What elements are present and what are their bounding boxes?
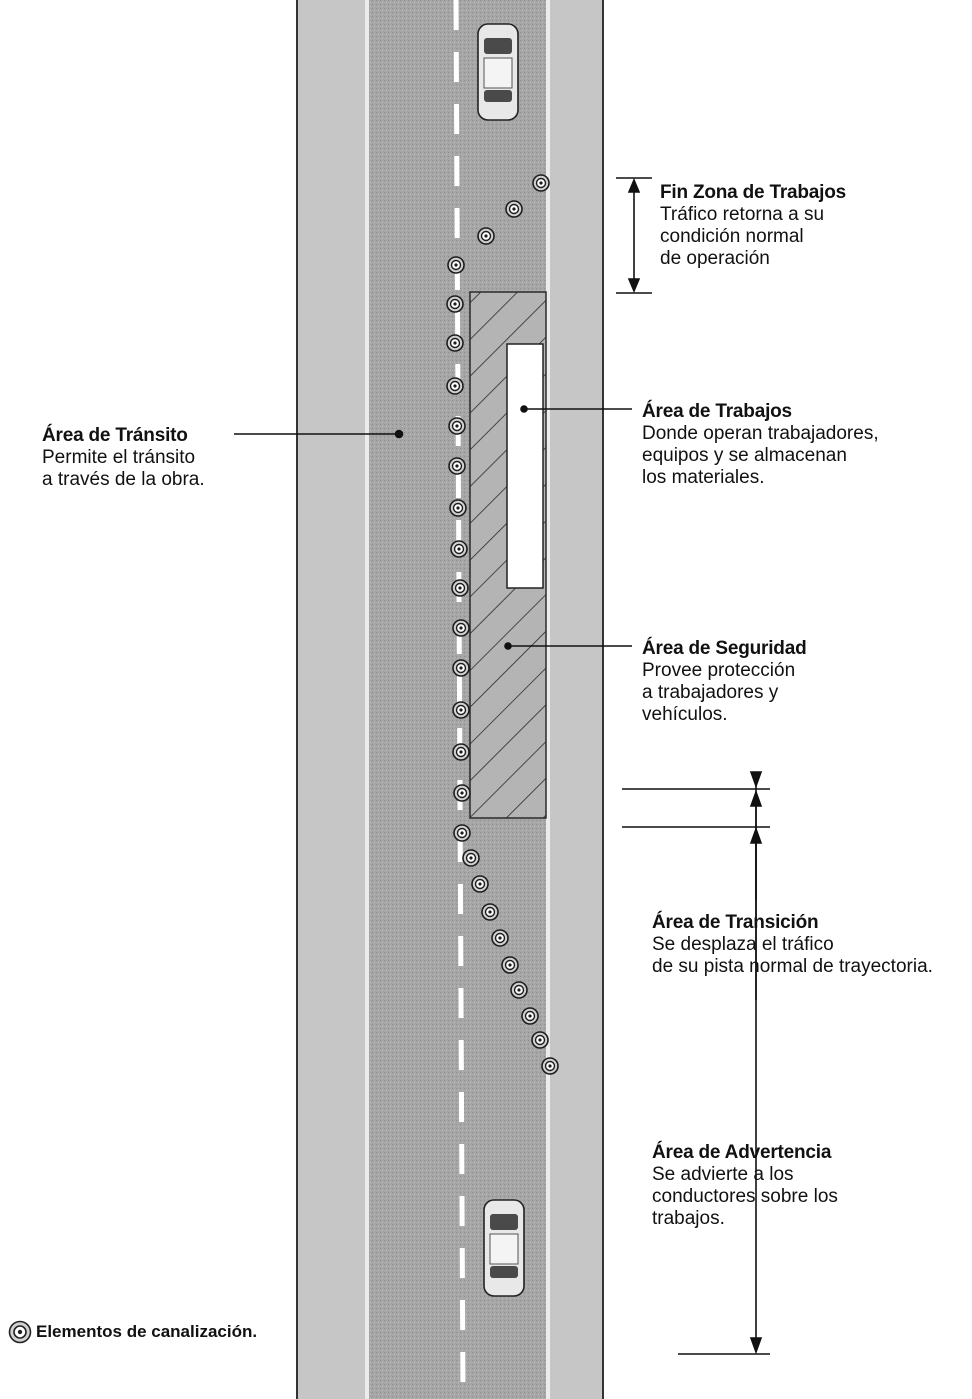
cone bbox=[477, 227, 495, 245]
area-advertencia-title: Área de Advertencia bbox=[652, 1142, 832, 1163]
cone bbox=[452, 659, 470, 677]
fin-zona-line-1: Tráfico retorna a su bbox=[660, 204, 825, 225]
fin-zona-arrow-down bbox=[627, 278, 641, 294]
cone bbox=[532, 174, 550, 192]
area-seguridad-line-3: vehículos. bbox=[642, 704, 728, 725]
cone bbox=[453, 824, 471, 842]
area-seguridad-line-1: Provee protección bbox=[642, 660, 796, 681]
area-transito-line-2: a través de la obra. bbox=[42, 469, 205, 490]
cone bbox=[541, 1057, 559, 1075]
area-seguridad-line-2: a trabajadores y bbox=[642, 682, 779, 703]
area-advertencia-line-3: trabajos. bbox=[652, 1208, 725, 1229]
cone bbox=[452, 743, 470, 761]
legend-text: Elementos de canalización. bbox=[36, 1322, 258, 1341]
cone bbox=[450, 540, 468, 558]
center-dashed-line bbox=[453, 0, 466, 1399]
area-seguridad-title: Área de Seguridad bbox=[642, 638, 807, 659]
car-bottom bbox=[483, 1199, 525, 1297]
cone bbox=[449, 499, 467, 517]
cone bbox=[462, 849, 480, 867]
road bbox=[296, 0, 604, 1399]
cone bbox=[447, 256, 465, 274]
cone bbox=[505, 200, 523, 218]
legend: Elementos de canalización. bbox=[8, 1320, 257, 1344]
seguridad-pointer-dot bbox=[504, 642, 512, 650]
fin-zona-title: Fin Zona de Trabajos bbox=[660, 182, 847, 203]
transito-pointer-dot bbox=[394, 429, 404, 439]
cone bbox=[452, 619, 470, 637]
cone bbox=[481, 903, 499, 921]
leader-lines bbox=[234, 177, 770, 1355]
cone bbox=[521, 1007, 539, 1025]
fin-zona-label: Fin Zona de Trabajos Tráfico retorna a s… bbox=[660, 182, 846, 270]
area-transicion-title: Área de Transición bbox=[652, 912, 819, 933]
area-trabajos-title: Área de Trabajos bbox=[642, 401, 792, 422]
area-transito-line-1: Permite el tránsito bbox=[42, 447, 196, 468]
cone bbox=[452, 701, 470, 719]
channelization-elements bbox=[446, 174, 559, 1075]
area-transicion-label: Área de Transición Se desplaza el tráfic… bbox=[652, 912, 933, 978]
area-trabajos-label: Área de Trabajos Donde operan trabajador… bbox=[642, 401, 879, 489]
cone bbox=[448, 417, 466, 435]
cone bbox=[451, 579, 469, 597]
area-advertencia-line-2: conductores sobre los bbox=[652, 1186, 838, 1207]
area-transito-title: Área de Tránsito bbox=[42, 425, 188, 446]
advertencia-arrow-up bbox=[749, 789, 763, 807]
cone bbox=[501, 956, 519, 974]
transicion-arrow-down bbox=[749, 771, 763, 789]
fin-zona-line-2: condición normal bbox=[660, 226, 804, 247]
fin-zona-line-3: de operación bbox=[660, 248, 770, 269]
area-trabajos-line-2: equipos y se almacenan bbox=[642, 445, 847, 466]
cone bbox=[491, 929, 509, 947]
cone bbox=[453, 784, 471, 802]
cone bbox=[510, 981, 528, 999]
cone bbox=[446, 295, 464, 313]
advertencia-arrow-down bbox=[749, 1337, 763, 1355]
cone-icon bbox=[8, 1320, 32, 1344]
cone bbox=[446, 334, 464, 352]
area-transito-label: Área de Tránsito Permite el tránsito a t… bbox=[42, 425, 205, 491]
left-shoulder bbox=[297, 0, 367, 1399]
area-seguridad-label: Área de Seguridad Provee protección a tr… bbox=[642, 638, 807, 726]
area-advertencia-label: Área de Advertencia Se advierte a los co… bbox=[652, 1142, 838, 1230]
cone bbox=[531, 1031, 549, 1049]
area-advertencia-line-1: Se advierte a los bbox=[652, 1164, 794, 1185]
trabajos-pointer-dot bbox=[520, 405, 528, 413]
area-trabajos-line-1: Donde operan trabajadores, bbox=[642, 423, 879, 444]
right-shoulder bbox=[548, 0, 603, 1399]
area-transicion-line-2: de su pista normal de trayectoria. bbox=[652, 956, 933, 977]
area-transicion-line-1: Se desplaza el tráfico bbox=[652, 934, 834, 955]
car-top bbox=[477, 23, 519, 121]
work-area-block bbox=[506, 343, 544, 589]
cone bbox=[471, 875, 489, 893]
cone bbox=[448, 457, 466, 475]
cone bbox=[446, 377, 464, 395]
fin-zona-arrow-up bbox=[627, 177, 641, 193]
area-trabajos-line-3: los materiales. bbox=[642, 467, 765, 488]
